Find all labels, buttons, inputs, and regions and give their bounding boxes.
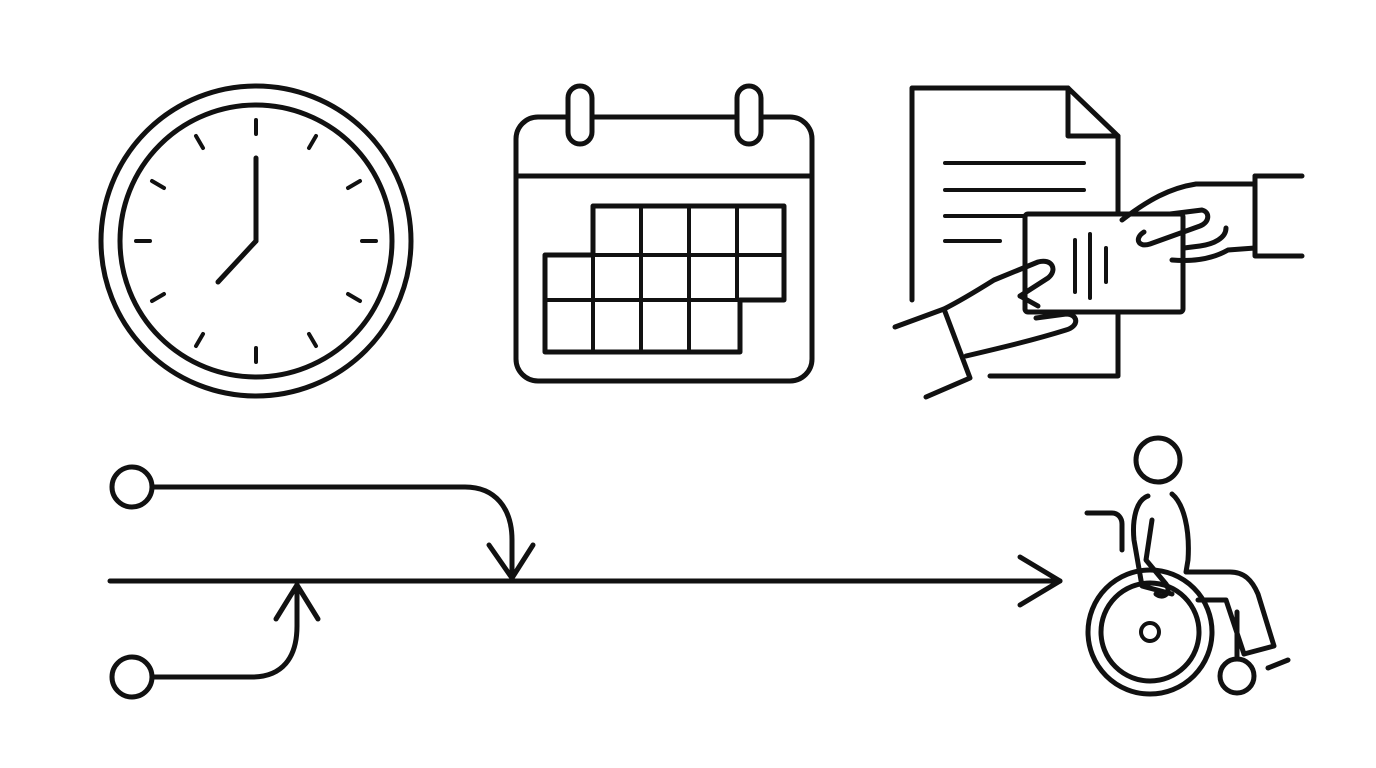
clock-hour-ticks (134, 118, 378, 364)
top-input-branch (109, 464, 536, 581)
person-body (1131, 491, 1277, 657)
clock-icon (98, 83, 414, 399)
main-arrow-head (1017, 554, 1063, 608)
wheelchair (1084, 510, 1291, 697)
calendar-icon (513, 83, 815, 384)
calendar-ring-left (565, 83, 595, 147)
clock-hands (215, 155, 259, 285)
calendar-date-grid (542, 203, 787, 355)
merge-flow-diagram (107, 464, 1063, 700)
document-handoff-icon (892, 85, 1305, 400)
calendar-ring-right (734, 83, 764, 147)
wheelchair-user-icon (1084, 435, 1291, 697)
person-head (1133, 435, 1183, 485)
bottom-input-branch (109, 582, 321, 700)
giving-hand (1119, 173, 1305, 263)
receiving-hand (892, 258, 1079, 400)
document-text-lines (943, 161, 1086, 243)
